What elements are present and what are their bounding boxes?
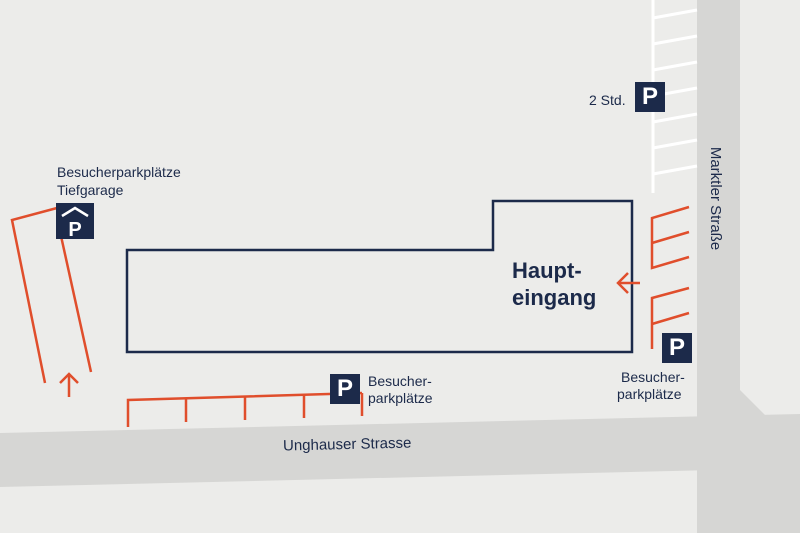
garage-direction-arrow-icon: [59, 372, 79, 397]
visitor-parking-south-label-line1: Besucher-: [368, 373, 432, 389]
street-label-east: Marktler Straße: [707, 146, 725, 251]
main-entrance-label-line1: Haupt-: [512, 258, 582, 283]
entrance-arrow-icon: [616, 272, 640, 294]
road-marktler-strasse: [697, 0, 800, 533]
parking-sign-icon: P: [330, 374, 360, 404]
main-entrance-label-line2: eingang: [512, 285, 597, 310]
building-outline: [125, 199, 634, 354]
parking-sign-icon: P: [662, 333, 692, 363]
visitor-garage-label-line1: Besucherparkplätze: [57, 164, 181, 180]
garage-ramp: [10, 206, 93, 384]
street-label-south: Unghauser Strasse: [282, 434, 412, 455]
svg-text:P: P: [68, 219, 81, 239]
garage-parking-icon: P: [56, 203, 94, 241]
two-hour-parking-label: 2 Std.: [589, 92, 626, 108]
visitor-parking-east-label-line1: Besucher-: [621, 369, 685, 385]
parking-sign-icon: P: [635, 82, 665, 112]
parking-spaces-south: [126, 391, 364, 427]
road-unghauser-strasse: [0, 414, 800, 487]
visitor-parking-south-label-line2: parkplätze: [368, 390, 433, 406]
visitor-garage-label-line2: Tiefgarage: [57, 182, 124, 198]
parking-spaces-east: [650, 205, 690, 349]
visitor-parking-east-label-line2: parkplätze: [617, 386, 682, 402]
